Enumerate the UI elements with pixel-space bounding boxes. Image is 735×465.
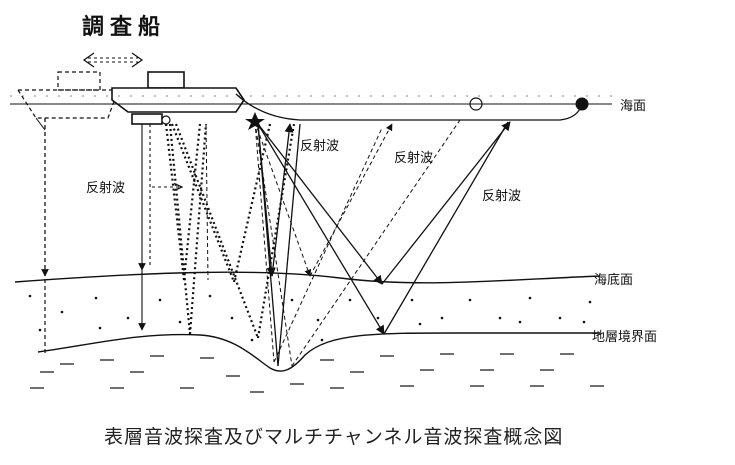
dotted-ray-fan	[164, 123, 296, 339]
ghost-hull-line	[35, 117, 46, 131]
source-star-icon	[245, 112, 265, 130]
seabed-line	[14, 271, 601, 284]
label-reflected-wave-right: 反射波	[482, 188, 521, 204]
title-survey-vessel: 調査船	[82, 14, 166, 40]
vessel-main	[111, 71, 245, 125]
label-seabed: 海底面	[594, 272, 633, 288]
label-reflected-wave-left: 反射波	[86, 180, 125, 196]
sediment-dots	[28, 294, 592, 342]
stratum-boundary-line	[37, 332, 600, 372]
dashed-rays	[205, 119, 461, 367]
transducer-icon	[161, 115, 171, 125]
vertical-rays	[41, 118, 151, 331]
vessel-ghost	[16, 71, 119, 356]
solid-rays	[257, 121, 511, 367]
motion-arrow-icon	[82, 52, 144, 68]
label-reflected-wave-mid: 反射波	[394, 150, 433, 166]
label-reflected-wave-center: 反射波	[300, 138, 339, 154]
lower-strata-dashes	[30, 353, 604, 393]
streamer-cable	[235, 93, 583, 121]
figure-caption: 表層音波探査及びマルチチャンネル音波探査概念図	[104, 425, 563, 448]
label-stratum-boundary: 地層境界面	[592, 330, 657, 345]
label-sea-surface: 海面	[620, 99, 646, 114]
